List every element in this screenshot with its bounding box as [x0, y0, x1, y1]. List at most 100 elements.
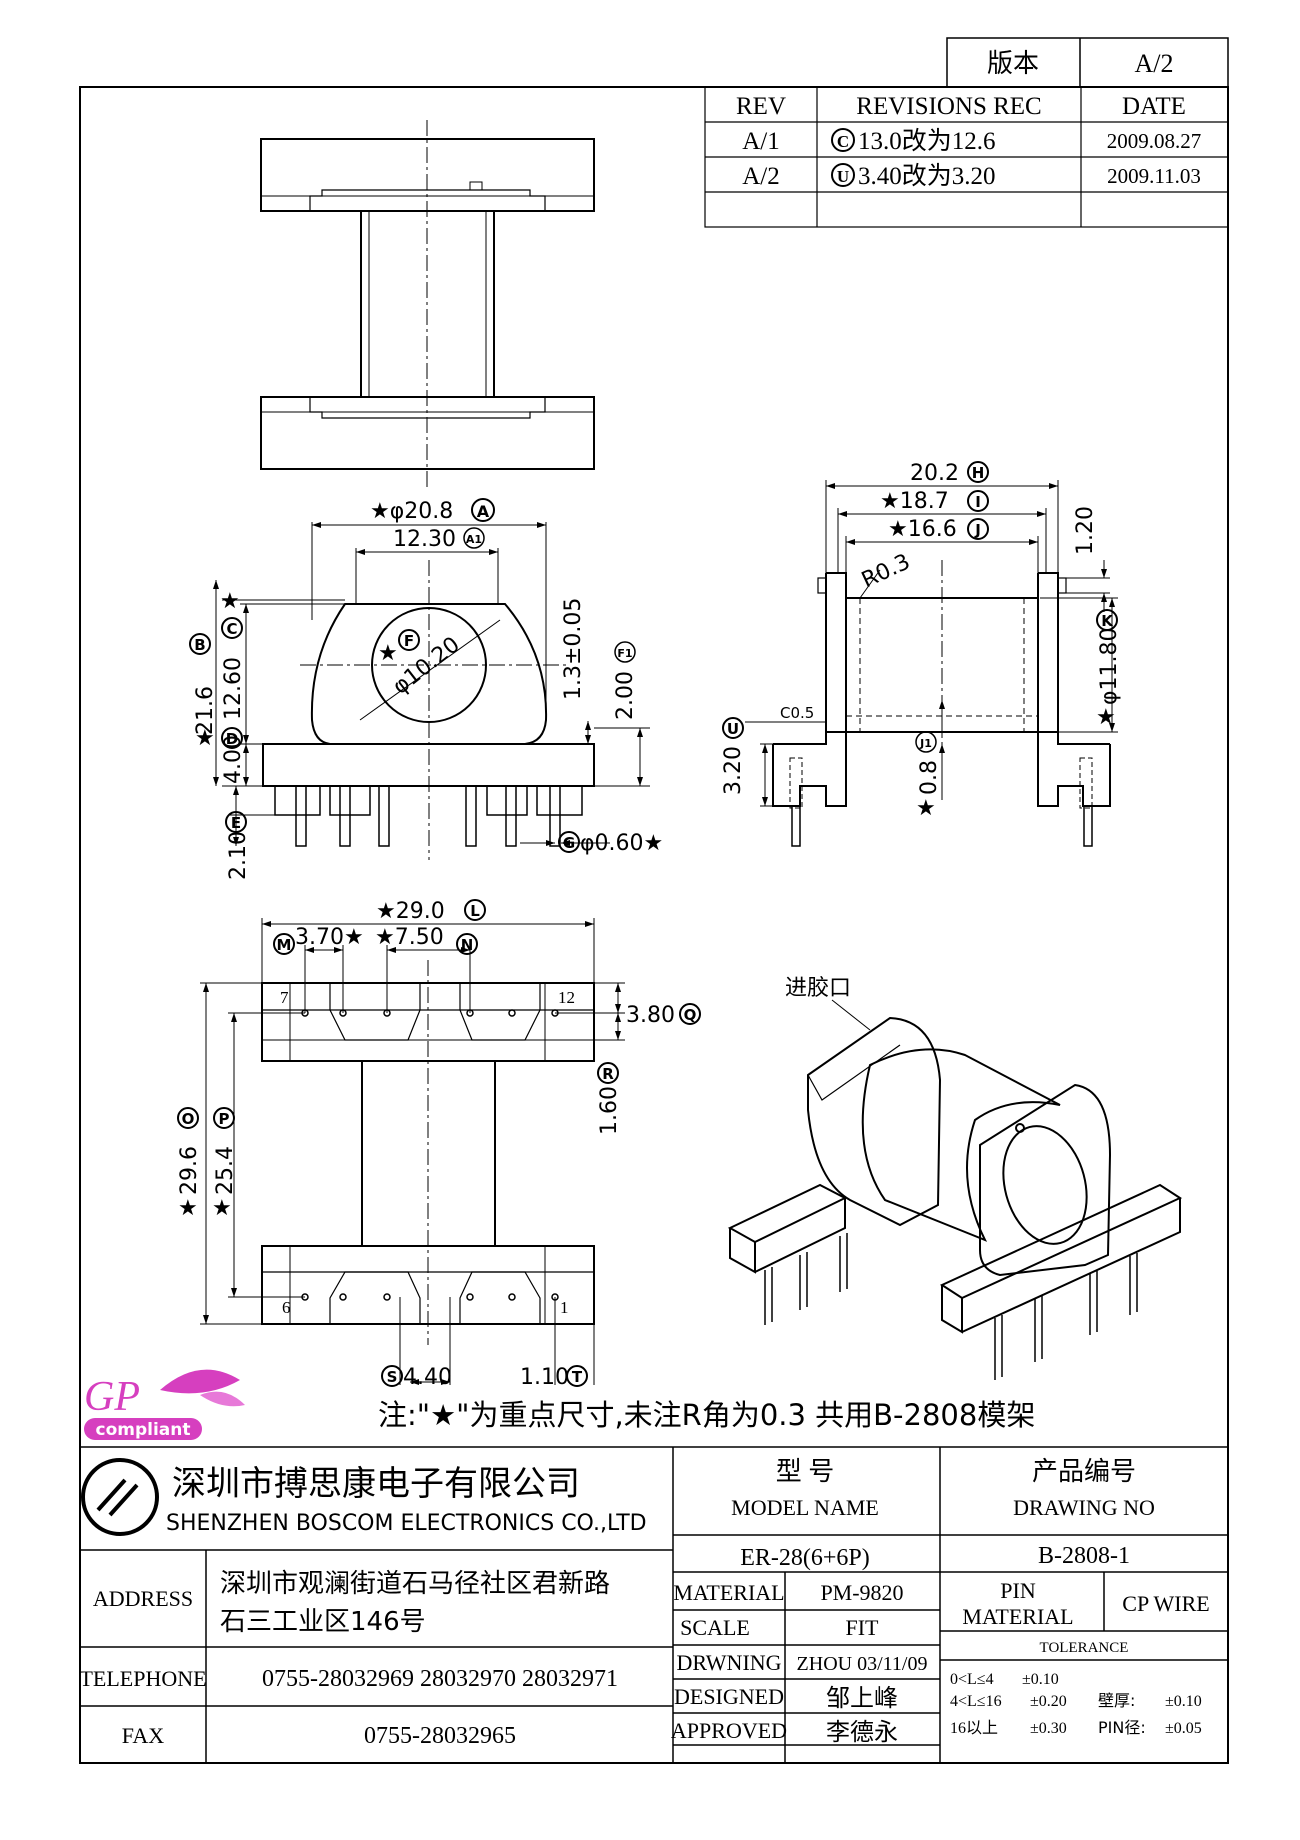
company-name-en: SHENZHEN BOSCOM ELECTRONICS CO.,LTD — [166, 1511, 647, 1536]
dim-g-symbol: G — [563, 834, 575, 852]
title-block — [80, 1446, 1228, 1763]
dim-a: ★φ20.8 — [370, 499, 453, 524]
dim-a-symbol: A — [477, 502, 490, 521]
pin-diameter-label: PIN径: — [1098, 1718, 1146, 1737]
version-box: 版本 A/2 — [946, 37, 1229, 88]
pin-6-label: 6 — [282, 1298, 291, 1317]
dim-l-symbol: L — [470, 902, 480, 920]
dim-s-symbol: S — [387, 1368, 398, 1386]
dim-h: 20.2 — [910, 461, 959, 486]
dim-j1-star: ★ — [916, 796, 936, 821]
approved-label: APPROVED — [671, 1718, 787, 1743]
tol-row2-value: ±0.20 — [1030, 1693, 1067, 1710]
rev-row2: A/2 — [742, 163, 780, 190]
front-view-dimensions — [213, 522, 650, 846]
pin-diameter-value: ±0.05 — [1165, 1720, 1202, 1737]
drawing-by-value: ZHOU 03/11/09 — [797, 1653, 928, 1675]
tolerance-label: TOLERANCE — [1040, 1640, 1129, 1656]
model-label-cn: 型 号 — [776, 1457, 835, 1486]
tol-row2-range: 4<L≤16 — [950, 1693, 1002, 1710]
pin-12-label: 12 — [558, 988, 575, 1007]
dim-o: 29.6 — [177, 1146, 202, 1195]
dim-u: 3.20 — [721, 746, 746, 795]
scale-value: FIT — [846, 1615, 880, 1640]
pin-material-value: CP WIRE — [1122, 1591, 1209, 1616]
rev-row1-rec: 13.0改为12.6 — [858, 127, 996, 155]
dim-o-symbol: O — [182, 1110, 195, 1128]
telephone-value: 0755-28032969 28032970 28032971 — [262, 1666, 618, 1692]
dim-m-symbol: M — [277, 936, 292, 954]
dim-q-symbol: Q — [684, 1006, 697, 1024]
pin-material-label-1: PIN — [1000, 1578, 1036, 1603]
dim-n: ★7.50 — [375, 925, 444, 950]
injection-point-label: 进胶口 — [785, 976, 851, 1001]
dim-b: 21.6 — [193, 686, 218, 735]
address-line2: 石三工业区146号 — [220, 1607, 426, 1637]
designed-value: 邹上峰 — [826, 1684, 898, 1712]
dim-d: 4.00 — [221, 735, 246, 784]
dim-a1: 12.30 — [393, 527, 456, 552]
rev-row2-symbol: U — [837, 167, 849, 186]
rev-row1: A/1 — [742, 128, 780, 155]
dim-b-symbol: B — [194, 636, 205, 654]
dim-l: ★29.0 — [376, 899, 445, 924]
revisions-table — [704, 86, 1229, 228]
revisions-rec-header: REVISIONS REC — [856, 93, 1041, 120]
dim-k-symbol: K — [1101, 612, 1114, 630]
dim-r-symbol: R — [602, 1065, 614, 1083]
pin-7-label: 7 — [280, 988, 289, 1007]
rev-row1-symbol: C — [837, 132, 849, 151]
front-view — [262, 560, 595, 860]
compliant-logo-text: compliant — [96, 1420, 191, 1440]
tol-row3-range: 16以上 — [950, 1719, 998, 1737]
rev-row2-date: 2009.11.03 — [1107, 164, 1201, 188]
dim-i-symbol: I — [975, 493, 981, 511]
dim-h-symbol: H — [972, 464, 985, 482]
designed-label: DESIGNED — [674, 1684, 784, 1709]
dim-p-star: ★ — [212, 1196, 232, 1221]
dim-f1-symbol: F1 — [617, 647, 632, 660]
approved-value: 李德永 — [826, 1718, 898, 1746]
dim-m: 3.70★ — [295, 925, 364, 950]
company-logo — [81, 1458, 159, 1536]
address-label: ADDRESS — [93, 1586, 193, 1611]
dim-g: φ0.60★ — [580, 831, 663, 856]
isometric-view — [727, 999, 1183, 1380]
top-view-bobbin — [260, 120, 595, 490]
drawing-no-label-cn: 产品编号 — [1032, 1457, 1136, 1486]
dim-chamfer: C0.5 — [780, 704, 814, 722]
fax-value: 0755-28032965 — [364, 1723, 516, 1749]
bottom-view — [261, 960, 595, 1345]
rev-row1-date: 2009.08.27 — [1107, 129, 1202, 153]
dim-t: 1.10 — [520, 1365, 569, 1390]
dim-j-symbol: J — [974, 521, 981, 539]
fax-label: FAX — [122, 1723, 164, 1748]
version-value: A/2 — [1135, 49, 1174, 78]
dim-e: 2.10 — [226, 831, 251, 880]
gp-compliant-logo: GP compliant — [84, 1369, 245, 1440]
dim-n-symbol: N — [461, 936, 474, 954]
gp-logo-text: GP — [84, 1374, 140, 1420]
drawing-no-label-en: DRAWING NO — [1013, 1495, 1155, 1520]
pin-1-label: 1 — [560, 1298, 569, 1317]
company-name-cn: 深圳市搏思康电子有限公司 — [172, 1464, 580, 1504]
dim-r: R0.3 — [858, 550, 914, 594]
dim-d-symbol: D — [226, 730, 238, 748]
material-value: PM-9820 — [820, 1580, 903, 1605]
dim-p-symbol: P — [219, 1110, 230, 1128]
bottom-view-dimensions — [200, 918, 625, 1385]
dim-j1-symbol: J1 — [919, 737, 932, 750]
dim-o-star: ★ — [178, 1196, 198, 1221]
dim-rr: 1.60 — [597, 1086, 622, 1135]
wall-thickness-value: ±0.10 — [1165, 1693, 1202, 1710]
drawing-note: 注:"★"为重点尺寸,未注R角为0.3 共用B-2808模架 — [378, 1398, 1035, 1432]
dim-e-symbol: E — [231, 814, 241, 832]
model-label-en: MODEL NAME — [731, 1495, 879, 1520]
rev-header: REV — [736, 93, 786, 120]
dim-k: φ11.80 — [1097, 628, 1122, 706]
dim-f-symbol: F — [404, 632, 414, 650]
pin-material-label-2: MATERIAL — [962, 1604, 1073, 1629]
dim-top-offset: 1.20 — [1073, 506, 1098, 555]
dim-b-star: ★ — [195, 726, 215, 751]
